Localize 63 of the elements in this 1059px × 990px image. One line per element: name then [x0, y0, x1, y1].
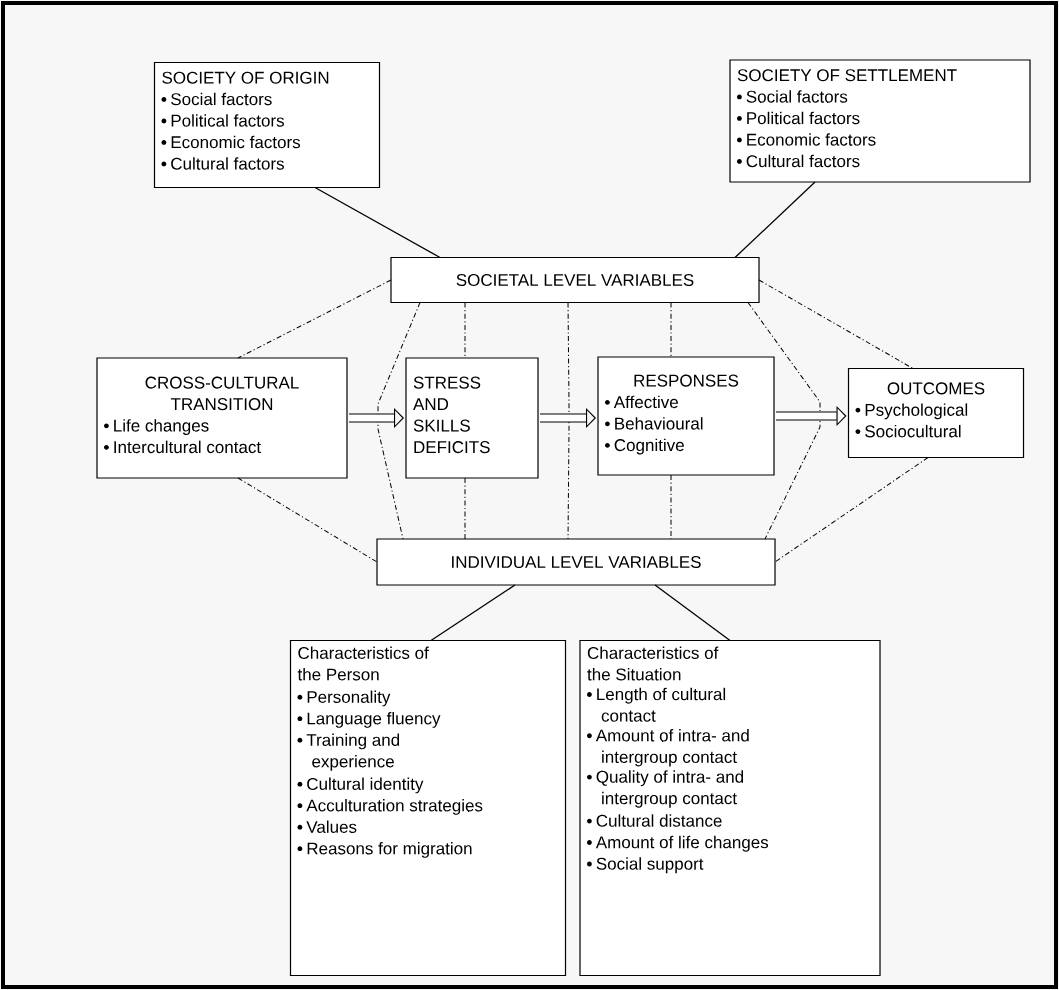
- list-box: [153, 61, 381, 189]
- connector: [567, 302, 570, 540]
- list-item: Sociocultural: [865, 424, 961, 438]
- connector: [747, 302, 821, 540]
- process-box: [405, 357, 539, 479]
- heading: OUTCOMES: [887, 382, 985, 395]
- connector: [314, 186, 441, 259]
- list-item: Acculturation strategies: [306, 799, 483, 815]
- list-item: Amount of life changes: [595, 835, 769, 852]
- list-item: Reasons for migration: [307, 842, 472, 858]
- list-item: Social support: [596, 857, 704, 874]
- list-item: Values: [306, 820, 357, 833]
- connector: [734, 181, 816, 259]
- connector: [774, 457, 929, 563]
- list-item: Quality of intra- and intergroup contact: [596, 770, 744, 808]
- list-item: Economic factors: [171, 135, 301, 149]
- list-box: [847, 367, 1025, 459]
- level-box: [390, 256, 760, 304]
- list-box: [579, 639, 881, 977]
- list-item: Affective: [613, 395, 678, 409]
- connector: [377, 302, 421, 540]
- list-item: Cultural identity: [307, 777, 424, 794]
- list-item: Life changes: [114, 419, 209, 435]
- heading: Characteristics of the Situation: [587, 646, 719, 681]
- list-box: [729, 59, 1031, 183]
- connector: [464, 477, 466, 540]
- list-item: Social factors: [171, 92, 272, 106]
- heading: SOCIETAL LEVEL VARIABLES: [456, 274, 694, 287]
- list-item: Cognitive: [614, 438, 684, 455]
- list-item: Economic factors: [747, 133, 876, 146]
- list-item: Psychological: [865, 403, 968, 420]
- list-item: Behavioural: [615, 417, 703, 430]
- list-item: Training and experience: [306, 733, 400, 771]
- heading: STRESS AND SKILLS DEFICITS: [413, 376, 490, 454]
- connector: [237, 477, 378, 563]
- list-item: Language fluency: [307, 712, 441, 728]
- heading: Characteristics of the Person: [297, 646, 429, 681]
- heading: RESPONSES: [634, 374, 739, 387]
- connector: [237, 279, 392, 359]
- list-box: [597, 356, 775, 476]
- connector: [670, 474, 672, 540]
- connector: [670, 302, 672, 358]
- list-box: [289, 639, 567, 977]
- list-item: Cultural factors: [746, 154, 860, 168]
- heading: SOCIETY OF ORIGIN: [162, 71, 329, 84]
- list-item: Amount of intra- and intergroup contact: [595, 729, 749, 767]
- list-item: Political factors: [747, 111, 860, 125]
- connector: [464, 302, 466, 359]
- connector: [430, 584, 516, 642]
- list-item: Cultural distance: [596, 814, 722, 827]
- connector: [654, 584, 731, 642]
- level-box: [376, 538, 776, 586]
- connector: [758, 279, 914, 369]
- list-item: Political factors: [171, 114, 284, 127]
- list-item: Cultural factors: [171, 157, 284, 170]
- heading: INDIVIDUAL LEVEL VARIABLES: [452, 556, 701, 569]
- list-box: [96, 357, 348, 479]
- list-item: Length of cultural contact: [597, 687, 726, 722]
- list-item: Personality: [307, 690, 391, 707]
- heading: CROSS-CULTURAL TRANSITION: [145, 376, 299, 411]
- list-item: Social factors: [746, 90, 848, 103]
- heading: SOCIETY OF SETTLEMENT: [737, 69, 957, 82]
- list-item: Intercultural contact: [114, 440, 261, 454]
